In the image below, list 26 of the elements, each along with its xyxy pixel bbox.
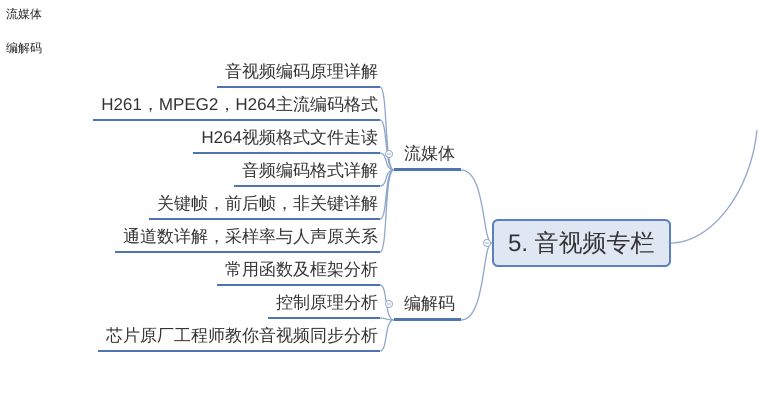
subtopic: 常用函数及框架分析 [217, 258, 380, 286]
connector-line [460, 169, 492, 244]
connector-line [380, 319, 394, 352]
section-label: 流媒体 [6, 6, 42, 23]
connector-line [380, 152, 394, 171]
connector-line [380, 169, 394, 187]
central-topic-box: 5. 音视频专栏 [492, 219, 671, 267]
connector-line [380, 169, 394, 220]
subtopic: H264视频格式文件走读 [193, 126, 380, 154]
connector-line [670, 130, 758, 244]
connector-line [380, 284, 394, 321]
subtopic: 通道数详解，采样率与人声原关系 [115, 225, 380, 253]
connector-line [380, 86, 394, 171]
section-label: 编解码 [6, 40, 42, 57]
subtopic: H261，MPEG2，H264主流编码格式 [93, 93, 380, 121]
subtopic: 芯片原厂工程师教你音视频同步分析 [98, 324, 380, 352]
subtopic: 音频编码格式详解 [234, 159, 380, 187]
subtopic: 音视频编码原理详解 [217, 60, 380, 88]
connector-line [380, 317, 394, 321]
subtopic: 控制原理分析 [268, 291, 380, 319]
connector-line [460, 242, 492, 321]
branch-topic: 流媒体 [394, 142, 461, 171]
connector-line [380, 169, 394, 252]
connector-line [380, 119, 394, 171]
subtopic: 关键帧，前后帧，非关键详解 [149, 192, 380, 220]
branch-topic: 编解码 [394, 292, 461, 321]
